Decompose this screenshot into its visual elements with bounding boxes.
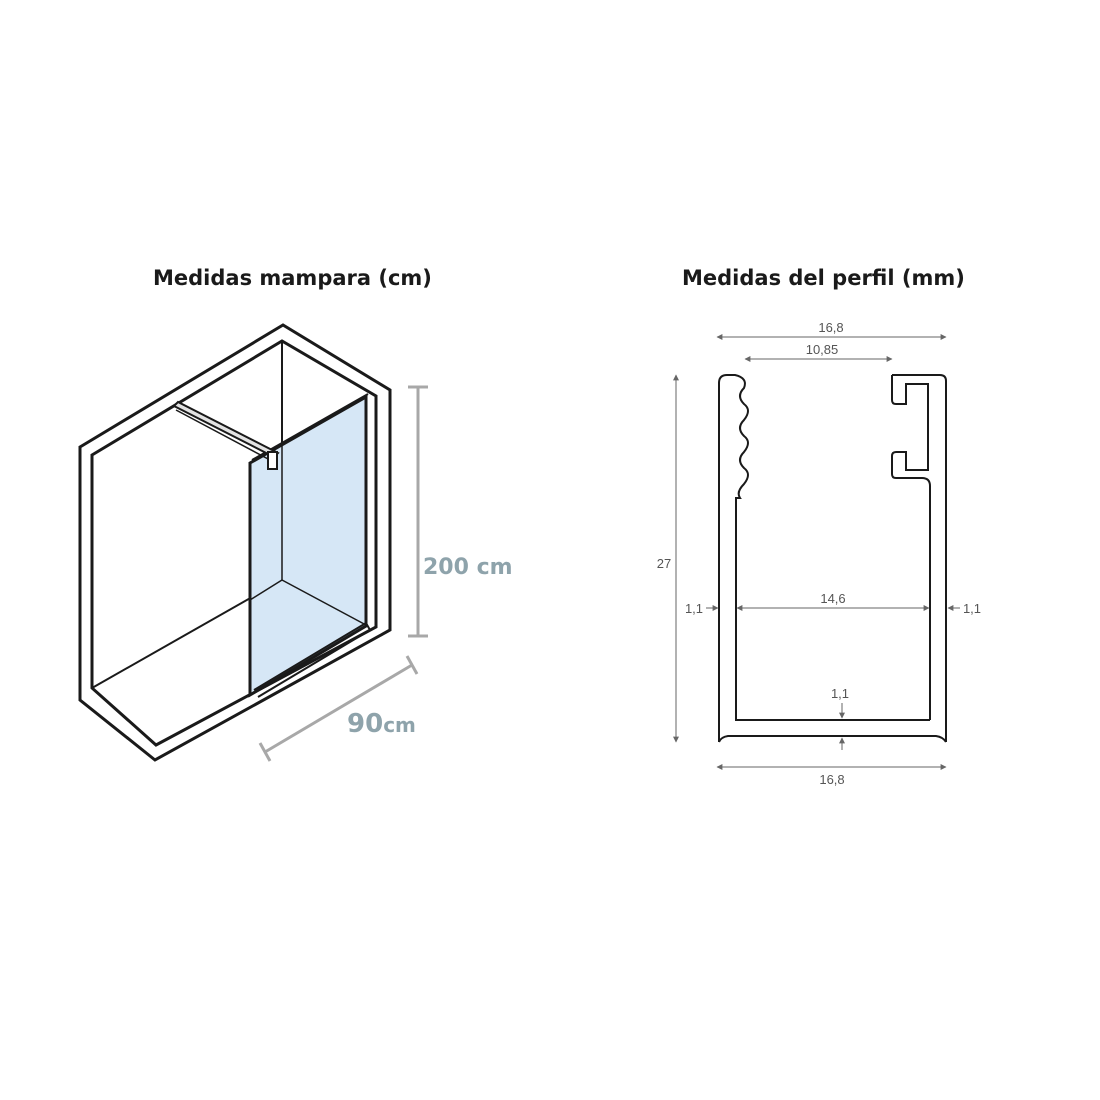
shower-enclosure-drawing: 200 cm 90cm: [78, 323, 513, 762]
height-label: 200 cm: [423, 555, 513, 580]
floor-edge-through-glass: [249, 579, 283, 601]
width-dimension: [258, 655, 419, 762]
shower-screen-title: Medidas mampara (cm): [153, 266, 432, 290]
glass-clamp: [267, 451, 278, 470]
profile-drawing: 16,8 10,85 27 1,1 14,6 1,1 1,1 16,8: [657, 320, 981, 787]
profile-title: Medidas del perfil (mm): [682, 266, 965, 290]
profile-left-wall: [718, 374, 930, 742]
dim-height-label: 27: [657, 556, 671, 571]
profile-base: [718, 735, 947, 743]
dim-top-width-label: 16,8: [818, 320, 843, 335]
dim-wall-right-label: 1,1: [963, 601, 981, 616]
glass-panel: [248, 394, 368, 698]
width-value: 90: [347, 709, 383, 739]
width-unit: cm: [383, 713, 416, 737]
width-label: 90cm: [347, 709, 416, 739]
dim-inner-gap-label: 10,85: [806, 342, 839, 357]
dim-bottom-width-label: 16,8: [819, 772, 844, 787]
glass-bottom-profile: [253, 621, 372, 698]
dim-wall-left-label: 1,1: [685, 601, 703, 616]
height-dimension: [408, 385, 428, 638]
dim-inner-width-label: 14,6: [820, 591, 845, 606]
floor-edge-right-through-glass: [281, 579, 367, 626]
profile-right-wall: [891, 374, 947, 742]
stabilizer-bar-line: [175, 409, 271, 461]
dim-base-label: 1,1: [831, 686, 849, 701]
